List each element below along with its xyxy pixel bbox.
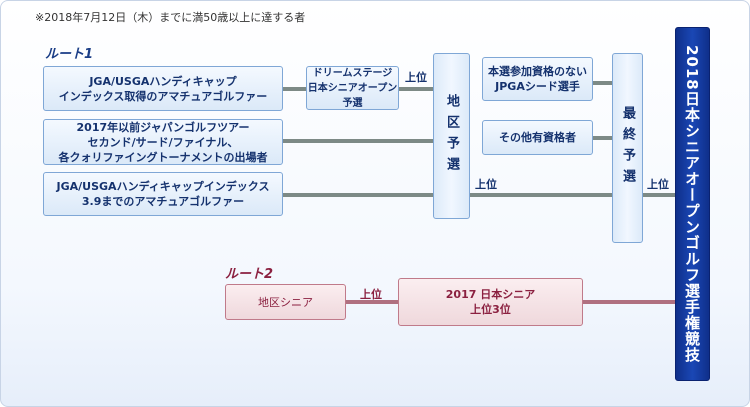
other-qualified-box: その他有資格者 (482, 120, 593, 155)
line-senior-jp (346, 300, 399, 304)
tag-upper-regional: 上位 (475, 178, 497, 191)
line-other-final (593, 136, 613, 140)
line-dream-regional (398, 87, 434, 91)
line-exempt-final (593, 81, 613, 85)
line-entry2-regional (283, 139, 434, 143)
entry-low-handicap: JGA/USGAハンディキャップインデックス 3.9までのアマチュアゴルファー (43, 172, 283, 216)
entry-tour-qualifier: 2017年以前ジャパンゴルフツアー セカンド/サード/ファイナル、 各クォリファ… (43, 119, 283, 165)
tag-upper-dream: 上位 (405, 71, 427, 84)
championship-box: 2018日本シニアオープンゴルフ選手権競技 (675, 27, 710, 381)
dream-stage-box: ドリームステージ 日本シニアオープン予選 (306, 66, 399, 110)
route1-label: ルート1 (45, 47, 94, 62)
tag-upper-final: 上位 (647, 178, 669, 191)
eligibility-note: ※2018年7月12日（木）までに満50歳以上に達する者 (35, 11, 306, 24)
line-final-champ (642, 193, 676, 197)
final-qualifier-label: 最終予選 (620, 106, 635, 190)
japan-senior-box: 2017 日本シニア 上位3位 (398, 278, 583, 326)
regional-senior-box: 地区シニア (225, 284, 346, 320)
regional-qualifier-label: 地区予選 (444, 94, 459, 178)
regional-qualifier-box: 地区予選 (433, 53, 470, 219)
championship-label: 2018日本シニアオープンゴルフ選手権競技 (683, 45, 701, 363)
line-entry1-dream (283, 87, 307, 91)
route2-label: ルート2 (225, 267, 274, 282)
final-qualifier-box: 最終予選 (612, 53, 643, 243)
tag-upper-route2: 上位 (360, 288, 382, 301)
line-jp-champ (582, 300, 676, 304)
entry-handicap-amateur: JGA/USGAハンディキャップ インデックス取得のアマチュアゴルファー (43, 66, 283, 111)
exempt-pro-box: 本選参加資格のない JPGAシード選手 (482, 57, 593, 101)
